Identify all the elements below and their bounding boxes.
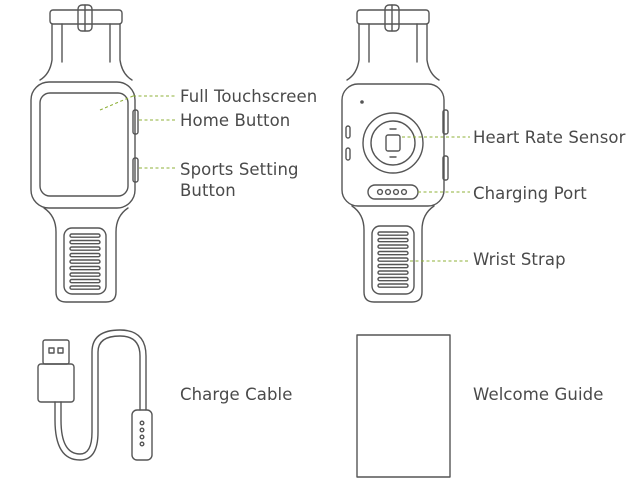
label-sports-setting-button-line2: Button — [180, 181, 236, 200]
strap-front-rib — [69, 239, 101, 245]
label-heart-rate-sensor: Heart Rate Sensor — [473, 128, 626, 147]
magnetic-charging-head — [131, 409, 153, 461]
strap-texture-back — [377, 231, 409, 288]
upper-strap-front — [39, 23, 133, 81]
label-wrist-strap: Wrist Strap — [473, 250, 566, 269]
watch-case-back — [341, 83, 445, 207]
watch-case-front — [30, 81, 136, 209]
strap-back-rib — [377, 231, 409, 236]
sports-setting-button — [132, 157, 139, 183]
strap-texture-front — [69, 233, 101, 290]
strap-back-rib — [377, 270, 409, 275]
strap-front-rib — [69, 259, 101, 264]
strap-back-rib — [377, 283, 409, 288]
label-charge-cable: Charge Cable — [180, 385, 293, 404]
strap-front-rib — [69, 265, 101, 271]
strap-back-rib — [377, 244, 409, 249]
usb-plug-housing — [37, 363, 75, 403]
strap-front-rib — [69, 272, 101, 277]
strap-front-rib — [69, 278, 101, 284]
label-charging-port: Charging Port — [473, 184, 587, 203]
label-sports-setting-button-line1: Sports Setting — [180, 160, 299, 179]
label-full-touchscreen: Full Touchscreen — [180, 87, 318, 106]
usb-plug-tip — [42, 339, 70, 365]
strap-back-rib — [377, 237, 409, 243]
strap-back-rib — [377, 276, 409, 282]
strap-clasp-top-front — [49, 4, 123, 32]
strap-back-rib — [377, 263, 409, 269]
strap-back-rib — [377, 257, 409, 262]
strap-front-rib — [69, 233, 101, 238]
strap-front-rib — [69, 252, 101, 258]
strap-front-rib — [69, 246, 101, 251]
watch-front — [30, 4, 139, 303]
leader-lines — [99, 95, 470, 262]
home-button — [132, 109, 139, 135]
strap-back-rib — [377, 250, 409, 256]
lower-strap-back — [351, 205, 435, 303]
watch-back — [341, 4, 449, 303]
heart-rate-sensor — [362, 112, 424, 174]
lower-strap-front — [43, 207, 129, 303]
charge-cable — [37, 329, 153, 461]
welcome-guide-booklet — [356, 334, 451, 478]
label-welcome-guide: Welcome Guide — [473, 385, 604, 404]
strap-front-rib — [69, 285, 101, 290]
strap-clasp-top-back — [356, 4, 430, 32]
full-touchscreen — [39, 92, 129, 197]
label-home-button: Home Button — [180, 111, 291, 130]
upper-strap-back — [346, 23, 440, 81]
